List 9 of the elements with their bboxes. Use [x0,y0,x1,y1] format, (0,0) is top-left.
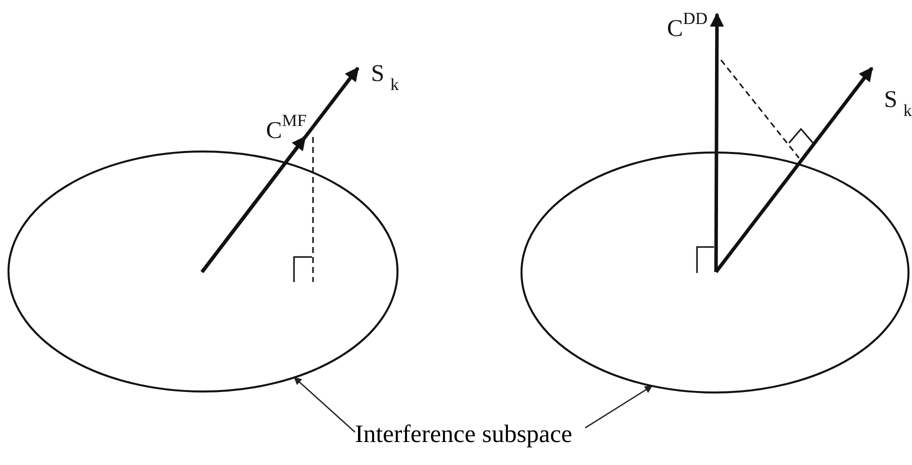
subspace-ellipse [520,151,910,394]
vector-label: S$_{k}$ [884,88,912,118]
subspace-ellipse [7,150,399,393]
vector-label: C$^{MF}$ [266,112,307,143]
vector-label: C$^{DD}$ [667,10,708,41]
leader-line [584,385,653,428]
leader-line [294,376,356,433]
caption-text: Interference subspace [355,417,590,453]
vector-label: S$_{k}$ [371,62,399,92]
